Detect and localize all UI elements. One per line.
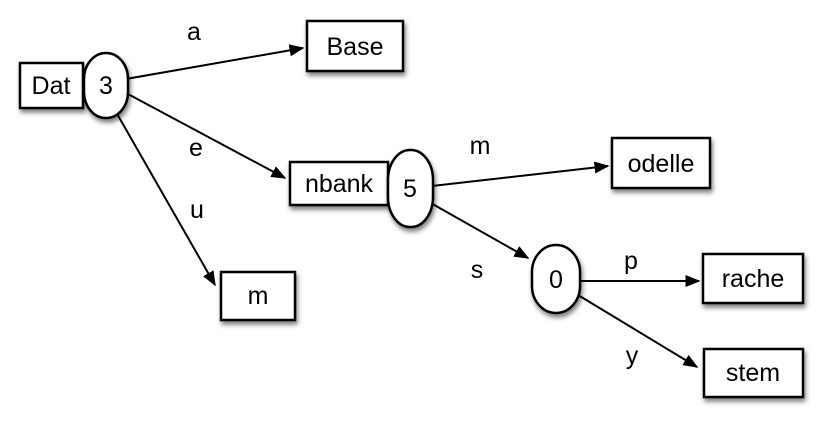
node-stem: stem (702, 347, 805, 399)
node-m-label: m (248, 282, 269, 310)
node-m: m (219, 270, 297, 322)
edge-s: s (428, 201, 530, 284)
edge-label-u: u (190, 196, 204, 224)
node-base: Base (305, 19, 405, 73)
edge-a: a (125, 18, 305, 80)
edge-label-m: m (470, 132, 491, 160)
node-nbank: nbank (288, 160, 390, 207)
node-base-label: Base (327, 33, 384, 61)
node-rache: rache (701, 252, 805, 305)
node-odelle-label: odelle (628, 150, 695, 178)
edge-label-e: e (189, 134, 203, 162)
node-dat-label: Dat (32, 72, 71, 100)
edge-u: u (115, 111, 216, 287)
node-count-3-label: 3 (99, 72, 113, 100)
edge-label-s: s (471, 256, 484, 284)
node-count-5: 5 (386, 148, 435, 229)
edge-label-p: p (624, 247, 638, 275)
edge-label-a: a (187, 18, 201, 46)
edge-label-y: y (626, 342, 639, 370)
node-count-0: 0 (530, 243, 582, 315)
node-stem-label: stem (726, 359, 780, 387)
node-rache-label: rache (722, 265, 785, 293)
edge-m: m (431, 132, 610, 187)
edge-y: y (577, 294, 699, 370)
node-count-5-label: 5 (403, 175, 417, 203)
node-count-3: 3 (82, 51, 130, 120)
node-dat: Dat (18, 61, 85, 110)
edge-p: p (581, 247, 701, 287)
edge-e: e (125, 92, 287, 179)
node-nbank-label: nbank (305, 170, 374, 198)
node-odelle: odelle (610, 136, 712, 190)
node-count-0-label: 0 (549, 266, 563, 294)
